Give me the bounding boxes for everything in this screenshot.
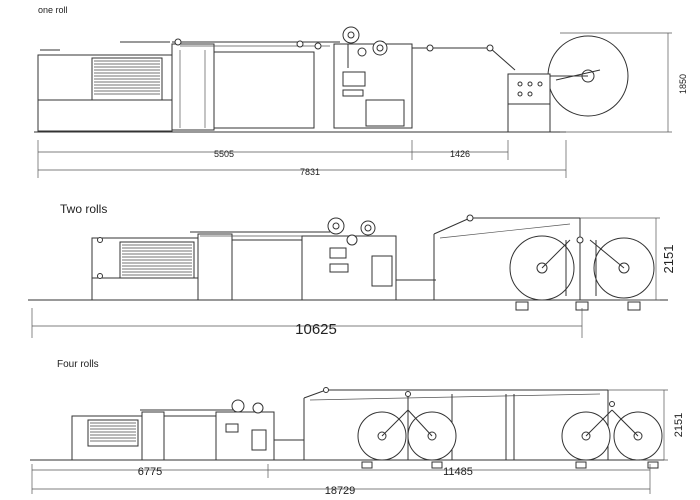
dim-four-rolls-total: 18729 [325,485,356,497]
dim-four-rolls-a: 6775 [138,466,162,478]
cutter-unit-1 [333,26,413,129]
section-title-four-rolls: Four rolls [57,359,99,370]
dim-two-rolls-total: 10625 [295,321,337,338]
section-title-one-roll: one roll [38,5,68,15]
dim-one-roll-total: 7831 [300,167,320,177]
dimension-lines-2 [31,217,660,338]
machine-cabinet-3 [71,409,240,461]
unwind-stand-3 [303,387,663,469]
dim-four-rolls-height: 2151 [673,413,685,437]
cutter-unit-2 [301,217,436,301]
unwind-stand-1 [507,35,629,132]
dim-one-roll-a: 5505 [214,149,234,159]
section-one-roll: one roll [34,5,688,178]
dimension-lines-3 [31,389,668,494]
dim-one-roll-height: 1850 [678,74,688,94]
dim-four-rolls-b: 11485 [443,466,473,478]
dimension-lines-1 [37,32,672,178]
section-two-rolls: Two rolls [28,202,676,338]
unwind-stand-2 [433,214,655,311]
machine-cabinet-2 [91,231,330,301]
machine-cabinet-1 [37,38,340,132]
dim-one-roll-b: 1426 [450,149,470,159]
section-four-rolls: Four rolls [30,359,685,497]
cutter-unit-3 [215,399,304,461]
dim-two-rolls-height: 2151 [661,245,676,274]
section-title-two-rolls: Two rolls [60,202,107,216]
